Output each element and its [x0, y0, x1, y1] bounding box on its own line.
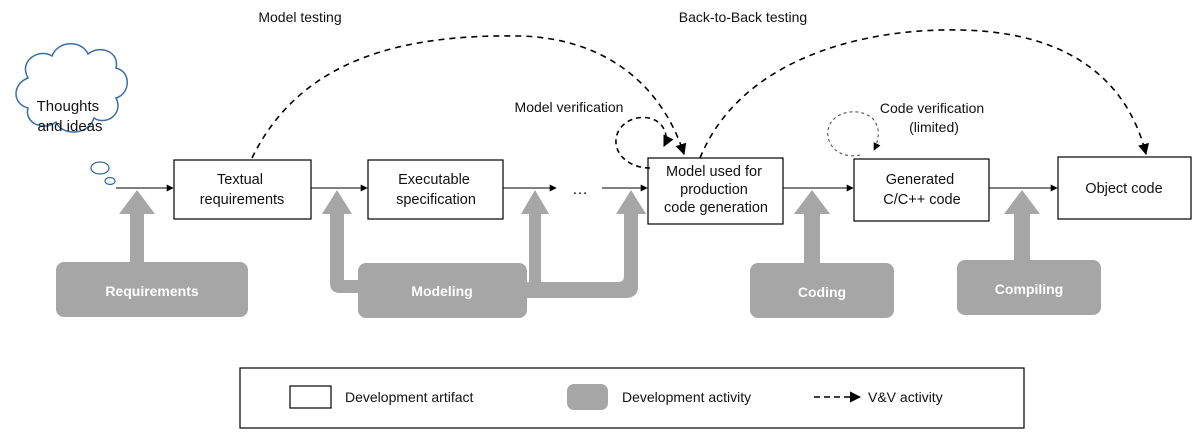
activity-coding-label: Coding [798, 284, 846, 300]
svg-text:Executable specification: Executable specification [396, 172, 476, 208]
svg-text:Thoughts and ideas: Thoughts and ideas [37, 98, 104, 135]
activity-modeling: Modeling [358, 263, 527, 318]
artifact-executable-specification-line-2: specification [396, 192, 476, 208]
ellipsis: … [572, 181, 588, 198]
activity-compiling: Compiling [957, 260, 1101, 315]
code-verification-loop [827, 111, 881, 157]
artifact-executable-specification: Executable specification [367, 159, 504, 220]
svg-text:Generated C/C++ code: Generated C/C++ code [883, 172, 960, 208]
legend-artifact-swatch [289, 385, 332, 409]
svg-text:Code verification (limited: Code verification (limited) [880, 100, 988, 135]
artifact-object-code-label: Object code [1085, 181, 1162, 197]
artifact-generated-code: Generated C/C++ code [853, 158, 990, 222]
artifact-model-production: Model used for production code generatio… [647, 157, 784, 225]
code-verification-line-2: (limited) [909, 119, 959, 135]
back-to-back-label: Back-to-Back testing [679, 9, 807, 25]
legend-artifact-label: Development artifact [345, 389, 474, 405]
legend-activity-label: Development activity [622, 389, 751, 405]
model-verification-loop [615, 116, 674, 169]
model-verification-label: Model verification [515, 99, 624, 115]
artifact-textual-requirements-line-2: requirements [200, 192, 285, 208]
thought-bubble: Thoughts and ideas [15, 43, 128, 186]
code-verification-line-1: Code verification [880, 100, 984, 116]
artifact-model-production-line-2: production [680, 182, 748, 198]
vv-arcs [251, 29, 1149, 169]
artifact-textual-requirements-line-1: Textual [217, 172, 263, 188]
legend: Development artifact Development activit… [239, 367, 1025, 429]
activity-coding: Coding [750, 263, 894, 318]
legend-activity-swatch [567, 384, 608, 410]
artifact-textual-requirements: Textual requirements [173, 159, 312, 220]
artifact-object-code: Object code [1057, 156, 1192, 220]
artifact-generated-code-line-2: C/C++ code [883, 192, 960, 208]
model-testing-label: Model testing [258, 9, 341, 25]
legend-vv-label: V&V activity [868, 389, 943, 405]
activity-arrows [119, 190, 1040, 298]
model-testing-arc [251, 35, 687, 159]
back-to-back-arc [699, 29, 1149, 159]
svg-text:Model used for productio: Model used for production code generatio… [664, 164, 768, 216]
artifact-model-production-line-3: code generation [664, 200, 768, 216]
svg-text:Textual requirements: Textual requirements [200, 172, 285, 208]
activity-compiling-label: Compiling [995, 281, 1063, 297]
thought-line-2: and ideas [37, 118, 102, 135]
artifact-generated-code-line-1: Generated [886, 172, 955, 188]
artifact-executable-specification-line-1: Executable [398, 172, 470, 188]
artifact-model-production-line-1: Model used for [666, 164, 762, 180]
activity-requirements-label: Requirements [105, 283, 199, 299]
thought-line-1: Thoughts [37, 98, 100, 115]
activity-requirements: Requirements [56, 262, 248, 317]
activity-modeling-label: Modeling [411, 283, 472, 299]
